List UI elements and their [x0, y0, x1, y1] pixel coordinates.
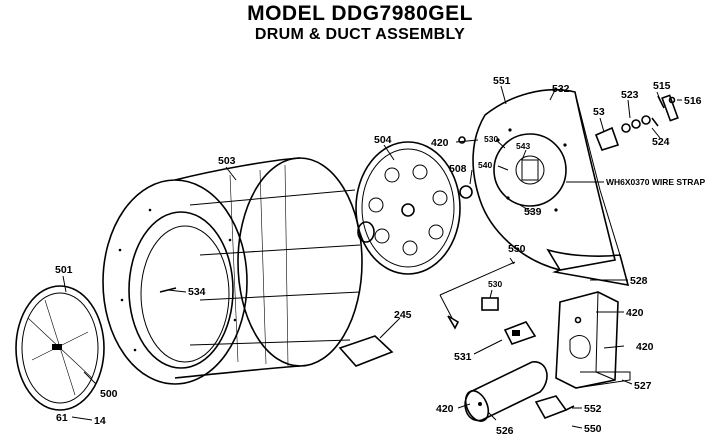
label-14: 14 [94, 415, 106, 427]
label-532: 532 [552, 83, 570, 95]
model-title: MODEL DDG7980GEL [247, 2, 473, 25]
label-524: 524 [652, 136, 670, 148]
label-526: 526 [496, 425, 514, 437]
label-523: 523 [621, 89, 639, 101]
drum-part [102, 157, 363, 385]
label-550-top: 550 [508, 243, 526, 255]
label-420-box: 420 [626, 307, 644, 319]
label-245: 245 [394, 309, 412, 321]
label-543: 543 [516, 141, 530, 151]
thermostat-parts [439, 261, 537, 345]
label-528: 528 [630, 275, 648, 287]
label-501: 501 [55, 264, 73, 276]
label-530: 530 [488, 279, 502, 289]
label-550-bottom: 550 [584, 423, 602, 435]
rear-plate-part [355, 141, 461, 275]
label-508: 508 [449, 163, 467, 175]
motor-switch-parts [458, 94, 679, 199]
label-540: 540 [478, 160, 492, 170]
label-530-top: 530 [484, 134, 498, 144]
label-515: 515 [653, 80, 671, 92]
label-551: 551 [493, 75, 511, 87]
label-420-motor: 420 [436, 403, 454, 415]
label-516: 516 [684, 95, 702, 107]
label-527: 527 [634, 380, 652, 392]
blower-housing-part [472, 88, 630, 287]
label-534: 534 [188, 286, 206, 298]
label-53: 53 [593, 106, 605, 118]
motor-part [464, 361, 575, 422]
filter-part [338, 335, 394, 367]
label-61: 61 [56, 412, 68, 424]
part-labels: 503 504 501 534 500 61 14 245 420 551 53… [55, 75, 706, 437]
label-420-top: 420 [431, 137, 449, 149]
label-531: 531 [454, 351, 472, 363]
label-504: 504 [374, 134, 392, 146]
burner-box-part [555, 291, 631, 389]
label-503: 503 [218, 155, 236, 167]
label-wire-strap: WH6X0370 WIRE STRAP [606, 177, 706, 187]
assembly-subtitle: DRUM & DUCT ASSEMBLY [254, 26, 466, 43]
label-539: 539 [524, 206, 542, 218]
front-seal-part [15, 285, 105, 411]
label-552: 552 [584, 403, 602, 415]
label-420-side: 420 [636, 341, 654, 353]
label-500: 500 [100, 388, 118, 400]
